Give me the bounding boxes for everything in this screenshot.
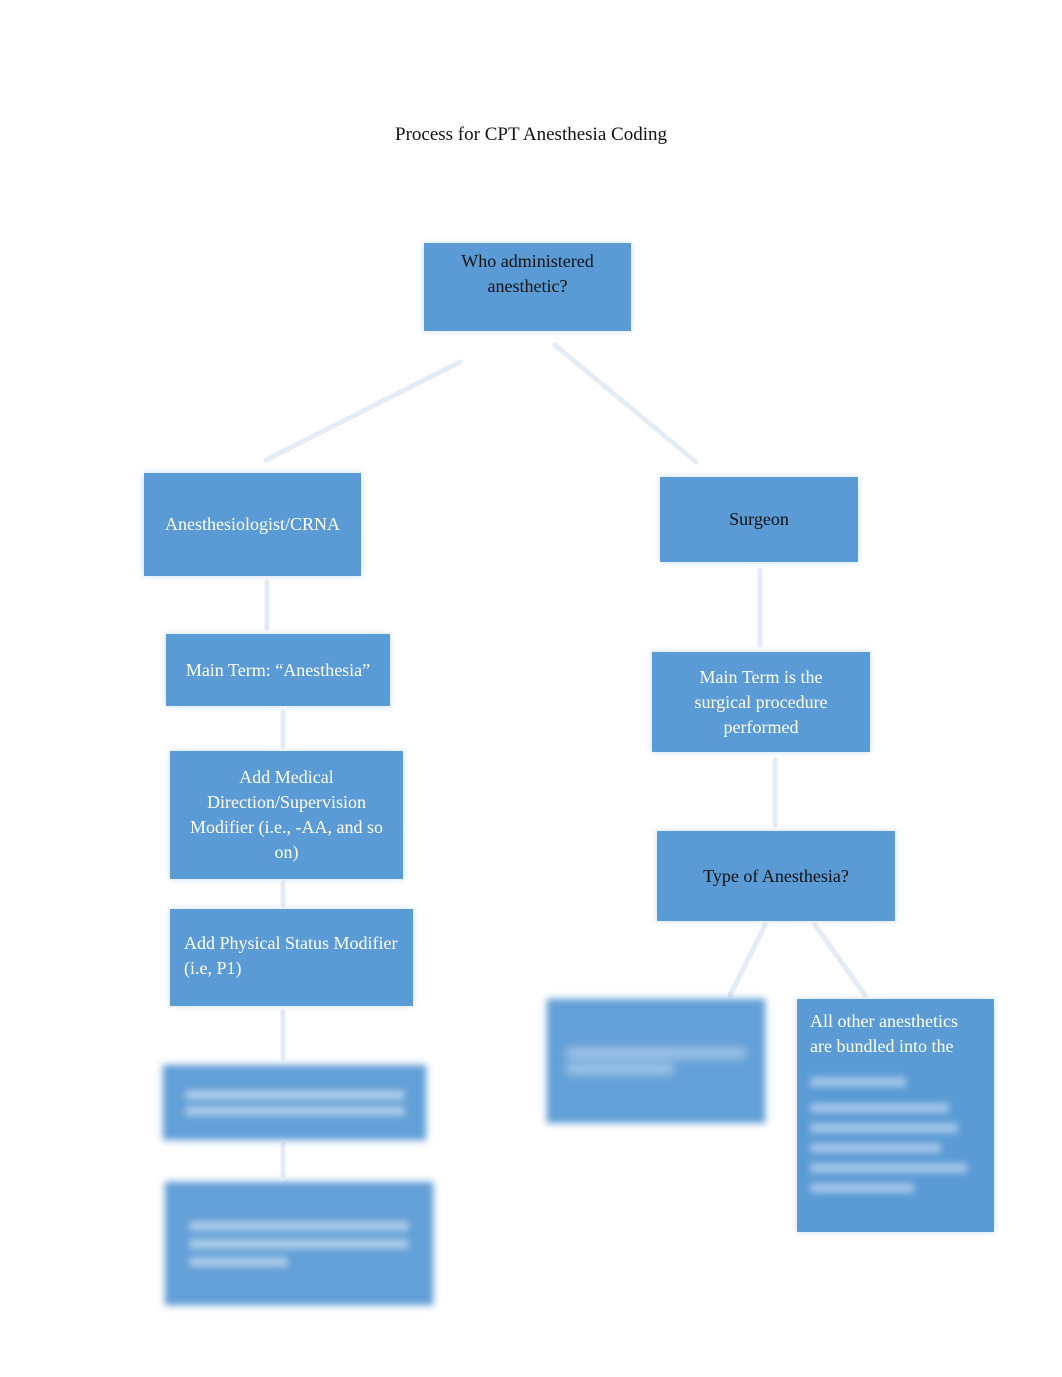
node-surgeon: Surgeon <box>660 477 858 562</box>
obscured-text <box>189 1213 409 1275</box>
node-main-term-anesthesia: Main Term: “Anesthesia” <box>166 634 390 706</box>
node-all-other-anesthetics-label: All other anesthetics are bundled into t… <box>810 1011 958 1056</box>
node-add-medical-direction-label: Add Medical Direction/Supervision Modifi… <box>190 767 383 862</box>
node-main-term-surgical: Main Term is the surgical procedure perf… <box>652 652 870 752</box>
connector-type-to-left-leaf <box>727 922 768 998</box>
connector-root-to-surgeon <box>552 342 699 465</box>
node-obscured-step-2 <box>165 1182 433 1305</box>
node-obscured-step-1 <box>163 1065 426 1140</box>
obscured-text <box>566 1042 746 1080</box>
node-who-administered-label: Who administered anesthetic? <box>461 251 594 296</box>
node-add-physical-status: Add Physical Status Modifier (i.e, P1) <box>170 909 413 1006</box>
node-all-other-anesthetics: All other anesthetics are bundled into t… <box>797 999 994 1232</box>
obscured-text <box>184 1084 405 1122</box>
node-type-of-anesthesia-label: Type of Anesthesia? <box>703 865 849 886</box>
node-add-medical-direction: Add Medical Direction/Supervision Modifi… <box>170 751 403 879</box>
node-main-term-anesthesia-label: Main Term: “Anesthesia” <box>185 659 371 680</box>
connector-root-to-anesthesiologist <box>263 359 463 463</box>
diagram-title: Process for CPT Anesthesia Coding <box>395 124 667 145</box>
node-anesthesiologist-crna-label: Anesthesiologist/CRNA <box>164 514 340 534</box>
node-add-physical-status-label: Add Physical Status Modifier (i.e, P1) <box>184 933 398 978</box>
obscured-text <box>810 1067 984 1203</box>
node-who-administered: Who administered anesthetic? <box>424 243 631 331</box>
node-main-term-surgical-label: Main Term is the surgical procedure perf… <box>694 666 828 737</box>
node-type-of-anesthesia: Type of Anesthesia? <box>657 831 895 921</box>
connector-type-to-right-leaf <box>812 922 868 998</box>
node-obscured-left-leaf <box>547 999 765 1123</box>
node-anesthesiologist-crna: Anesthesiologist/CRNA <box>144 473 361 576</box>
node-surgeon-label: Surgeon <box>729 509 789 529</box>
